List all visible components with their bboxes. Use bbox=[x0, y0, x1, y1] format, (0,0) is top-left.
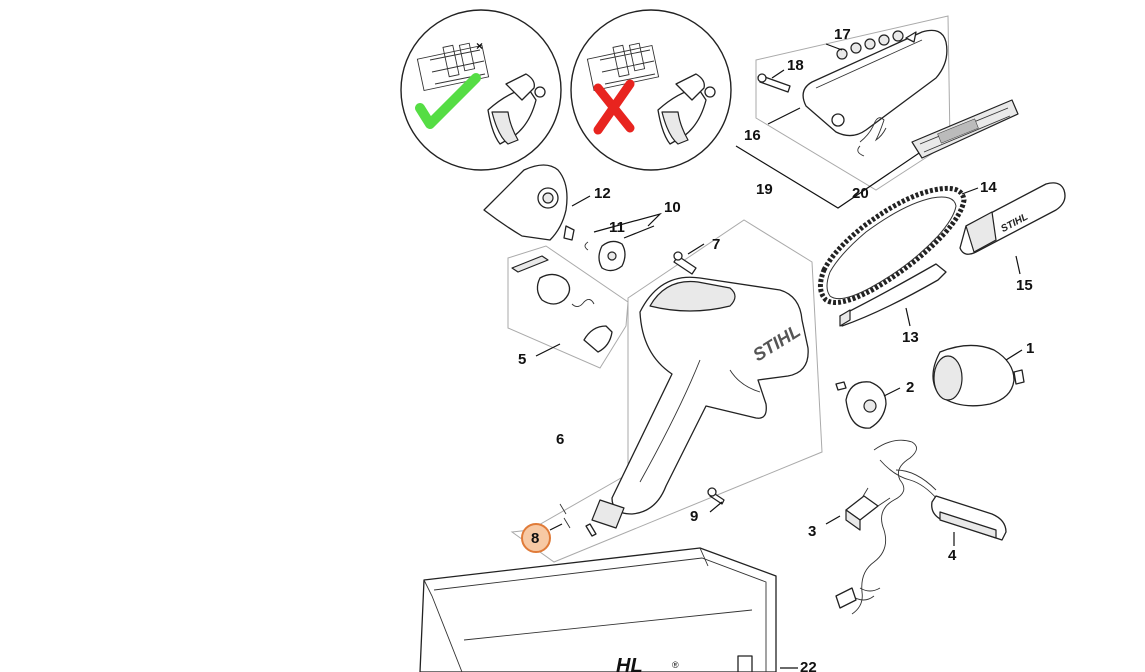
detail-incorrect-install bbox=[570, 9, 732, 171]
part-8-highlight[interactable] bbox=[521, 523, 563, 553]
label-part-17[interactable]: 17 bbox=[834, 26, 851, 43]
part-5-trigger-group bbox=[507, 245, 629, 369]
cross-icon bbox=[593, 79, 635, 135]
label-part-6[interactable]: 6 bbox=[556, 431, 564, 448]
label-part-2[interactable]: 2 bbox=[906, 379, 914, 396]
part-13-guide-bar-small bbox=[839, 263, 947, 327]
label-part-20[interactable]: 20 bbox=[852, 185, 869, 202]
detail-correct-install: × bbox=[400, 9, 562, 171]
label-part-16[interactable]: 16 bbox=[744, 127, 761, 144]
part-2-gear bbox=[835, 381, 901, 429]
label-part-13[interactable]: 13 bbox=[902, 329, 919, 346]
part-15-guide-bar: STIHL bbox=[959, 182, 1066, 255]
label-part-5[interactable]: 5 bbox=[518, 351, 526, 368]
part-9-screw bbox=[707, 487, 725, 513]
part-1-motor bbox=[932, 344, 1025, 407]
label-part-22[interactable]: 22 bbox=[800, 659, 817, 672]
label-part-7[interactable]: 7 bbox=[712, 236, 720, 253]
label-part-11[interactable]: 11 bbox=[609, 219, 625, 236]
part-22-storage-case: HL ® bbox=[419, 547, 798, 672]
checkmark-icon bbox=[415, 73, 481, 129]
label-part-18[interactable]: 18 bbox=[787, 57, 804, 74]
bar-cover-group bbox=[735, 15, 957, 209]
part-number-labels: 1 2 3 4 5 6 7 8 9 10 11 12 13 14 15 16 1… bbox=[518, 26, 1034, 672]
label-part-12[interactable]: 12 bbox=[594, 185, 611, 202]
label-part-14[interactable]: 14 bbox=[980, 179, 997, 196]
part-4-wiring-harness bbox=[835, 439, 1007, 615]
part-6-housing-group: STIHL bbox=[510, 219, 823, 563]
registered-mark: ® bbox=[672, 660, 679, 670]
label-part-10[interactable]: 10 bbox=[664, 199, 681, 216]
warning-symbols bbox=[836, 30, 917, 60]
label-part-15[interactable]: 15 bbox=[1016, 277, 1033, 294]
leader-lines bbox=[905, 187, 1021, 327]
svg-text:×: × bbox=[476, 39, 483, 53]
label-part-3[interactable]: 3 bbox=[808, 523, 816, 540]
part-7-pin bbox=[673, 243, 705, 275]
case-logo: HL bbox=[616, 655, 643, 672]
label-part-19[interactable]: 19 bbox=[756, 181, 773, 198]
part-20-label-sheet bbox=[911, 99, 1019, 159]
label-part-8[interactable]: 8 bbox=[531, 530, 539, 547]
part-14-saw-chain bbox=[818, 185, 967, 305]
part-10-11-clutch bbox=[584, 212, 663, 272]
label-part-9[interactable]: 9 bbox=[690, 508, 698, 525]
part-12-sprocket-cover bbox=[483, 164, 591, 241]
label-part-4[interactable]: 4 bbox=[948, 547, 957, 564]
label-part-1[interactable]: 1 bbox=[1026, 340, 1034, 357]
part-3-switch bbox=[825, 487, 891, 531]
